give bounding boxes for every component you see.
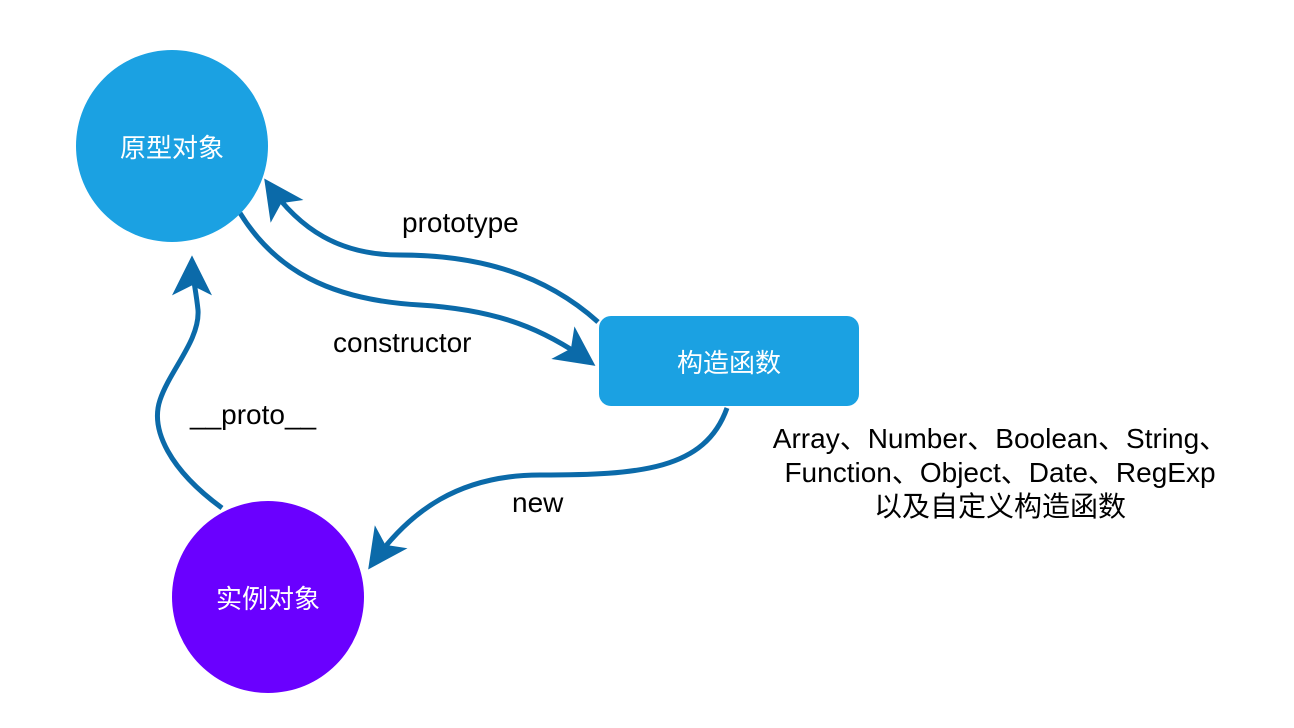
constructor-function-label: 构造函数 (676, 348, 781, 379)
edge-constructor-label: constructor (333, 327, 472, 358)
note-line-2: Function、Object、Date、RegExp (784, 457, 1216, 488)
note-line-3: 以及自定义构造函数 (873, 491, 1126, 522)
prototype-object-label: 原型对象 (119, 133, 224, 164)
constructor-function-node: 构造函数 (599, 316, 859, 406)
constructor-examples-note: Array、Number、Boolean、String、 Function、Ob… (745, 422, 1255, 524)
edge-new-label: new (512, 487, 564, 518)
edge-proto-label: __proto__ (190, 399, 317, 430)
edge-constructor-arrow (237, 211, 596, 366)
prototype-object-node: 原型对象 (76, 50, 268, 242)
edge-prototype-label: prototype (402, 207, 519, 238)
instance-object-label: 实例对象 (215, 584, 320, 615)
edge-new-arrow (368, 407, 730, 570)
edge-prototype-arrow (264, 178, 600, 324)
note-line-1: Array、Number、Boolean、String、 (772, 423, 1228, 454)
instance-object-node: 实例对象 (172, 501, 364, 693)
edge-proto-arrow (155, 255, 224, 511)
